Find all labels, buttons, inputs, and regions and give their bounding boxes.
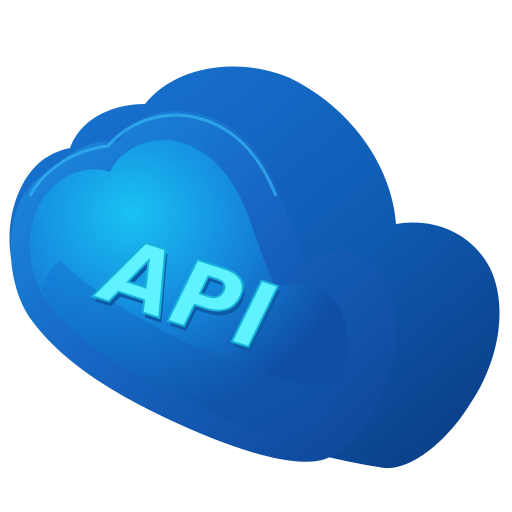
cloud-inset-plate xyxy=(29,139,348,435)
